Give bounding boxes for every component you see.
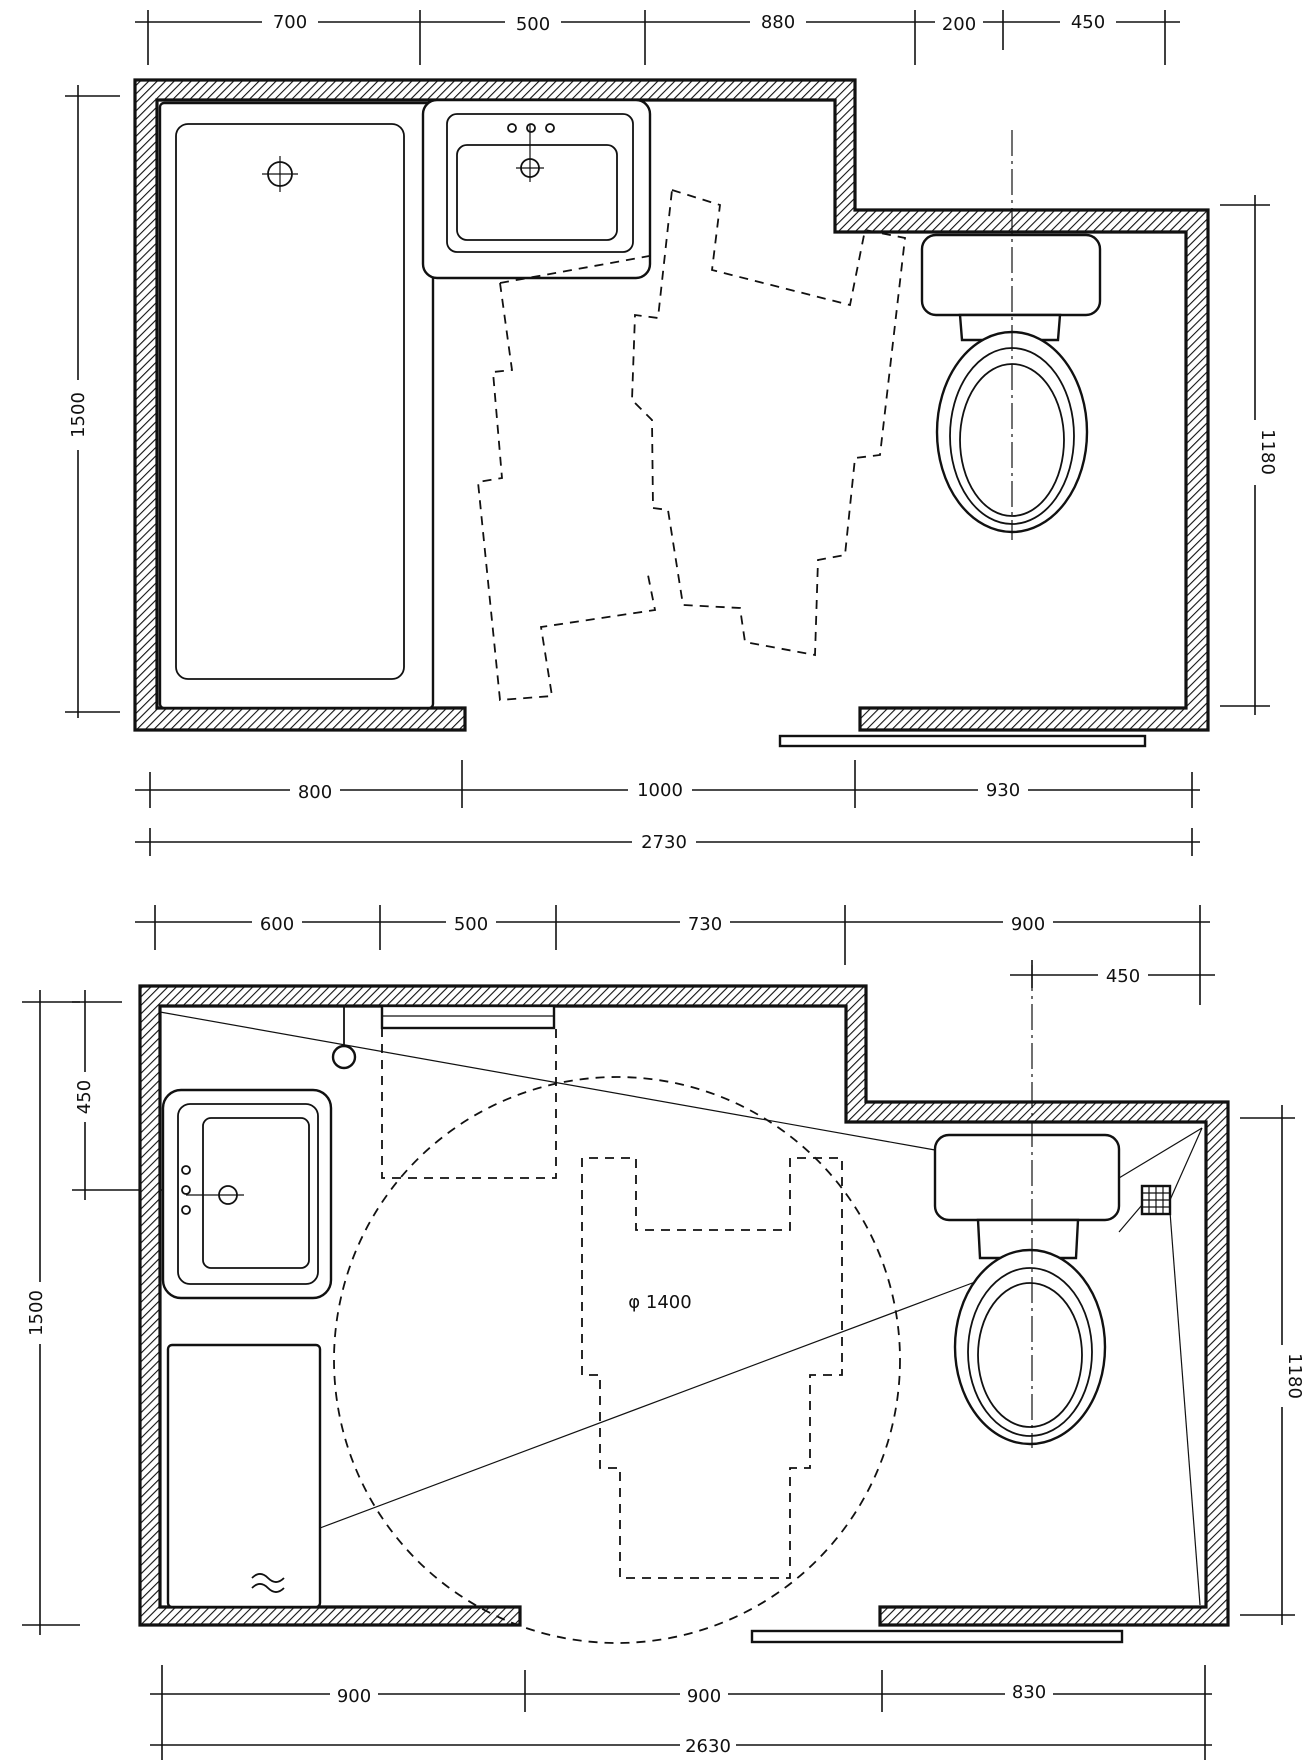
wheelchair-footprint-center xyxy=(581,1157,843,1579)
dim-right-1180: 1180 xyxy=(1257,429,1278,475)
dim-top-880: 880 xyxy=(761,12,795,33)
door-leaf xyxy=(778,734,1147,748)
dim-bottom-900-b: 900 xyxy=(687,1686,721,1707)
dim-bottom-900-a: 900 xyxy=(337,1686,371,1707)
washbasin xyxy=(161,1088,333,1300)
left-dimension: 1500 450 xyxy=(22,990,165,1635)
right-dimension: 1180 xyxy=(1220,195,1278,715)
bottom-dimension-chain: 800 1000 930 2730 xyxy=(135,760,1200,856)
wall-outline xyxy=(138,984,1230,1627)
dim-bottom-930: 930 xyxy=(986,780,1020,801)
floor-slope-lines xyxy=(159,1011,1203,1606)
dim-left-small-450: 450 xyxy=(74,1080,95,1114)
dim-left-1500: 1500 xyxy=(68,392,89,438)
bathtub xyxy=(158,101,435,710)
dim-top-600: 600 xyxy=(260,914,294,935)
plan-bottom: 600 500 730 900 450 1500 450 xyxy=(22,905,1305,1760)
dim-bottom-830: 830 xyxy=(1012,1682,1046,1703)
dim-top-small-450: 450 xyxy=(1106,966,1140,987)
toilet xyxy=(920,130,1102,540)
toilet xyxy=(933,965,1121,1448)
wall-outline xyxy=(133,78,1210,732)
pipe-fitting xyxy=(331,1006,357,1070)
right-dimension: 1180 xyxy=(1240,1105,1305,1625)
dim-total-2730: 2730 xyxy=(641,832,687,853)
dim-bottom-800: 800 xyxy=(298,782,332,803)
dim-total-2630: 2630 xyxy=(685,1736,731,1757)
dim-top-450: 450 xyxy=(1071,12,1105,33)
left-dimension: 1500 xyxy=(62,85,120,718)
washbasin xyxy=(421,98,652,280)
wheelchair-footprint-2 xyxy=(631,188,906,657)
turning-circle-label: φ 1400 xyxy=(628,1292,691,1313)
shower-tray xyxy=(166,1343,322,1609)
wheelchair-footprint-upper xyxy=(381,1028,557,1179)
dim-bottom-1000: 1000 xyxy=(637,780,683,801)
top-dimension-chain: 700 500 880 200 450 xyxy=(135,8,1180,65)
plan-top: 700 500 880 200 450 1500 1180 xyxy=(62,8,1278,856)
dim-left-1500: 1500 xyxy=(26,1290,47,1336)
dim-top-500: 500 xyxy=(516,14,550,35)
bottom-dimension-chain: 900 900 830 2630 xyxy=(150,1665,1212,1760)
dim-top-500: 500 xyxy=(454,914,488,935)
turning-circle xyxy=(333,1076,901,1644)
dim-top-200: 200 xyxy=(942,14,976,35)
floor-drain-icon xyxy=(1140,1184,1172,1216)
top-dimension-chain: 600 500 730 900 450 xyxy=(135,905,1215,1005)
dim-top-730: 730 xyxy=(688,914,722,935)
dim-top-900: 900 xyxy=(1011,914,1045,935)
shelf xyxy=(380,1004,556,1030)
dim-top-700: 700 xyxy=(273,12,307,33)
dim-right-1180: 1180 xyxy=(1284,1353,1305,1399)
wheelchair-footprint-1 xyxy=(477,254,657,701)
door-leaf xyxy=(750,1629,1124,1644)
